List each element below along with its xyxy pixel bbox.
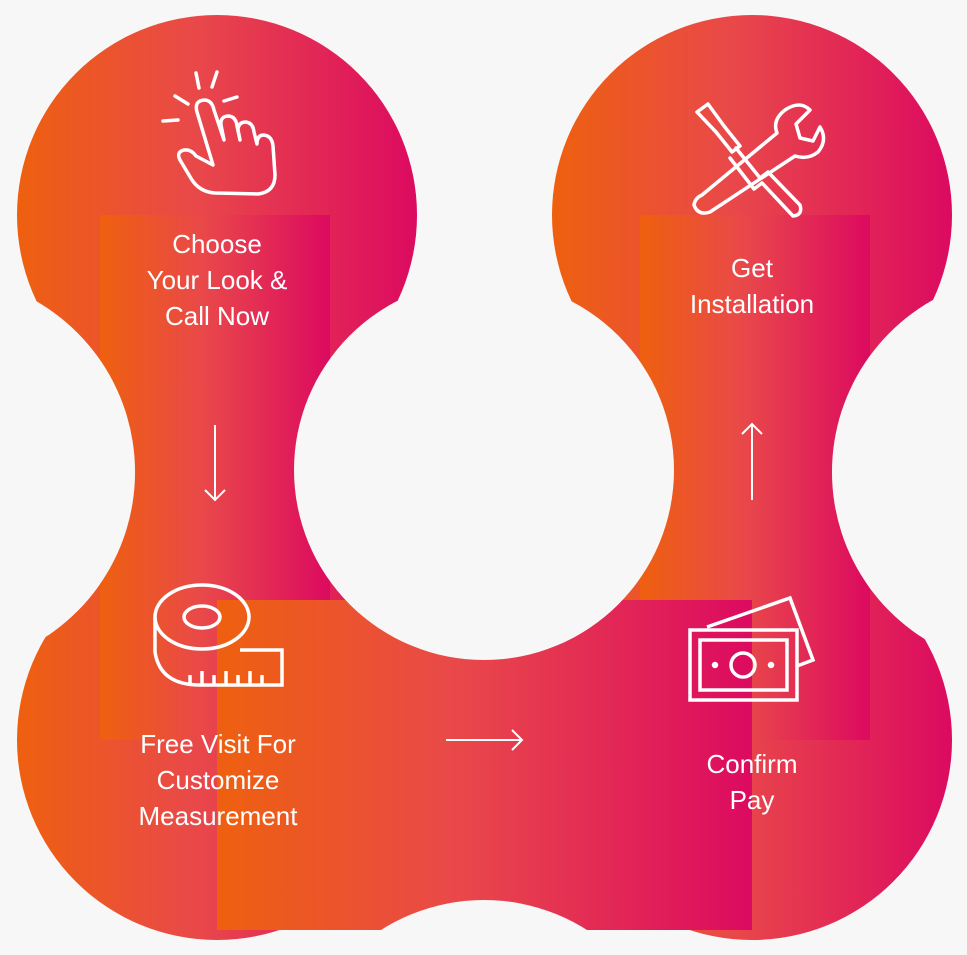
step-installation-label: Get Installation bbox=[602, 250, 902, 322]
step-choose-look-label: Choose Your Look & Call Now bbox=[67, 226, 367, 334]
label-line: Installation bbox=[689, 289, 815, 319]
label-line: Get bbox=[731, 253, 773, 283]
label-line: Free Visit For bbox=[140, 729, 296, 759]
label-line: Your Look & bbox=[146, 265, 288, 295]
cash-icon bbox=[688, 595, 816, 702]
label-line: Confirm bbox=[706, 749, 798, 779]
tools-icon bbox=[692, 102, 826, 218]
step-free-visit-label: Free Visit For Customize Measurement bbox=[68, 726, 368, 834]
arrow-up-icon bbox=[741, 422, 763, 500]
arrow-right-icon bbox=[446, 729, 524, 751]
arrow-down-icon bbox=[204, 425, 226, 502]
step-confirm-pay-label: Confirm Pay bbox=[602, 746, 902, 818]
label-line: Pay bbox=[729, 785, 775, 815]
label-line: Choose bbox=[172, 229, 262, 259]
measuring-tape-icon bbox=[153, 583, 284, 687]
label-line: Customize bbox=[156, 765, 280, 795]
hand-pointer-icon bbox=[161, 70, 277, 196]
label-line: Call Now bbox=[164, 301, 270, 331]
label-line: Measurement bbox=[138, 801, 298, 831]
